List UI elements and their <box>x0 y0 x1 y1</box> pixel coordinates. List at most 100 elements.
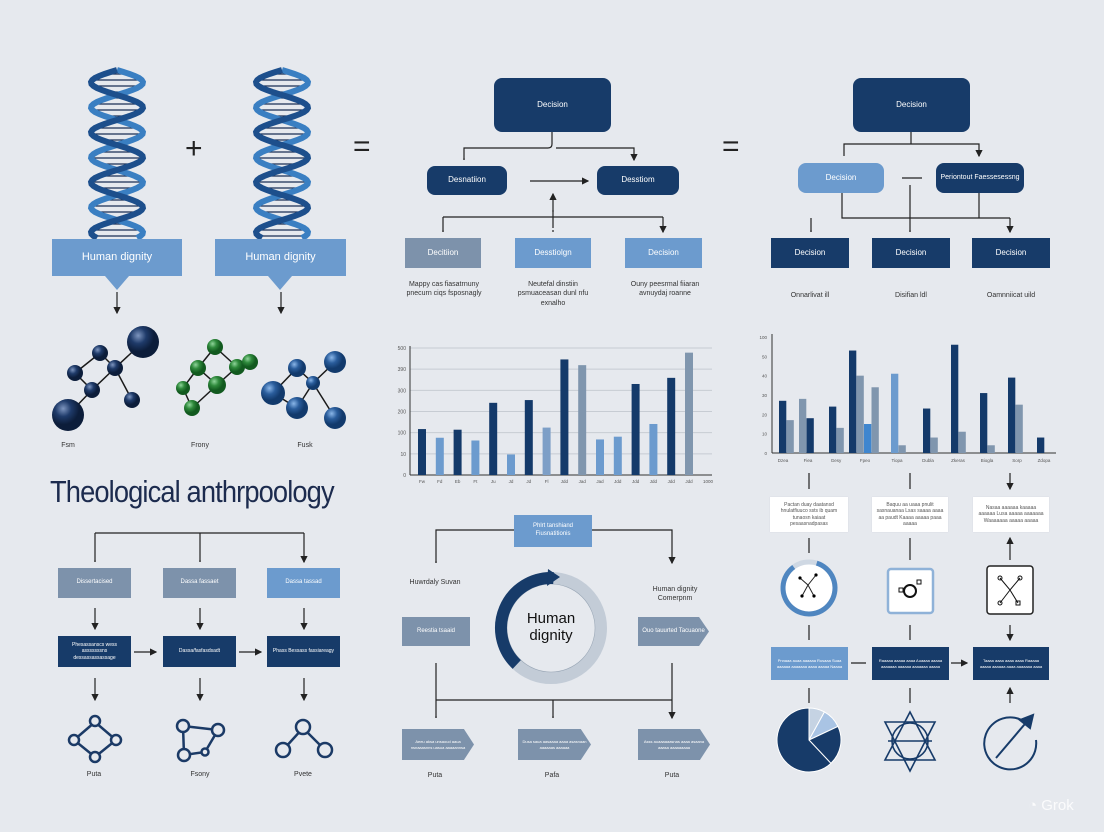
molecule-atom <box>184 400 200 416</box>
bar <box>898 445 906 453</box>
dna-strand <box>252 67 312 241</box>
connector <box>843 132 980 156</box>
bar <box>786 420 794 453</box>
bar <box>578 365 587 475</box>
molecule-atom <box>324 407 346 429</box>
bar <box>667 377 676 475</box>
human-dignity-cycle-ring <box>495 569 607 684</box>
x-tick-label: Jdd <box>685 479 693 484</box>
molecule-label: Frony <box>191 442 209 449</box>
y-tick-label: 300 <box>398 388 407 394</box>
grok-logo-icon: ◔ <box>1028 797 1042 814</box>
y-tick-label: 30 <box>762 393 768 398</box>
human-dignity-label: Human dignity <box>215 239 346 276</box>
x-tick-label: Jdd <box>614 479 622 484</box>
y-tick-label: 50 <box>762 354 768 359</box>
bar <box>864 424 872 453</box>
x-tick-label: Ju <box>491 479 496 484</box>
connector <box>463 132 635 160</box>
bar <box>806 418 814 453</box>
bar <box>779 400 787 453</box>
connector <box>442 210 664 232</box>
molecule-atom <box>324 351 346 373</box>
molecule-atom <box>229 359 245 375</box>
decision-node: Periontout Faessesessng <box>936 163 1024 193</box>
x-tick-label: Eb <box>455 479 461 484</box>
x-tick-label: Fw <box>419 479 426 484</box>
caption: Neutefal dinstiin psmuaceasan dunl nfu e… <box>517 281 589 307</box>
x-tick-label: Biogla <box>981 458 994 463</box>
dna-strand <box>87 67 147 241</box>
x-tick-label: Fd <box>437 479 443 484</box>
bar <box>1015 404 1023 453</box>
dna-strand <box>252 67 312 241</box>
molecule-atom <box>176 381 190 395</box>
x-tick-label: Jdd <box>650 479 658 484</box>
molecule-atom <box>306 376 320 390</box>
x-tick-label: Zkeras <box>951 458 966 463</box>
x-tick-label: Fpeo <box>860 458 871 463</box>
bar <box>489 402 498 475</box>
ring-network-icon <box>780 559 838 617</box>
decision-leaf: Desstiolgn <box>515 238 591 268</box>
bar <box>596 439 604 475</box>
ring-progress-arc <box>780 560 838 617</box>
dna-helix-icon <box>252 67 312 241</box>
x-tick-label: Jad <box>579 479 587 484</box>
bar <box>923 408 931 453</box>
star-network-icon <box>883 710 937 773</box>
y-tick-label: 10 <box>762 432 768 437</box>
molecule-atom <box>67 365 83 381</box>
bar <box>891 373 899 453</box>
molecule-atom <box>242 354 258 370</box>
bar <box>980 393 988 453</box>
x-tick-label: Jd <box>509 479 514 484</box>
molecule-icon <box>52 326 159 431</box>
network-icon <box>67 714 123 764</box>
cycle-bottom-box: Asss auaaaaaasnas aaaa asaana aaasa aaaa… <box>638 729 710 760</box>
bar <box>631 383 640 475</box>
caption: Ouny peesrmal fiiaran avnuydaj roanne <box>630 281 700 298</box>
plus-sign: + <box>185 132 203 165</box>
pie-chart-icon <box>776 707 842 773</box>
x-tick-label: Fiea <box>804 458 813 463</box>
label-pointer <box>105 276 129 290</box>
x-tick-label: Jad <box>596 479 604 484</box>
grok-watermark: ◔ Grok <box>1028 797 1074 814</box>
arrow <box>808 625 1010 640</box>
bar <box>829 406 837 453</box>
watermark-text: Grok <box>1041 797 1074 814</box>
flow-box: Dissertacised <box>58 568 131 598</box>
decision-node: Desstiom <box>597 166 679 195</box>
y-tick-label: 200 <box>398 410 407 416</box>
x-tick-label: 1000 <box>703 479 714 484</box>
arrow <box>808 688 1010 703</box>
connector <box>435 663 673 718</box>
y-tick-label: 100 <box>398 431 407 437</box>
y-tick-label: 100 <box>759 335 767 340</box>
node-icon <box>886 567 935 615</box>
page-title: Theological anthrpoology <box>50 474 335 509</box>
arrow <box>94 560 304 562</box>
dna-strand <box>87 67 147 241</box>
caption: Onnarlivat ill <box>790 292 830 299</box>
y-tick-label: 0 <box>764 451 767 456</box>
dna-helix-icon <box>87 67 147 241</box>
molecule-atom <box>286 397 308 419</box>
bar <box>685 352 693 475</box>
molecule-atom <box>84 382 100 398</box>
x-tick-label: Ft <box>473 479 478 484</box>
molecule-atom <box>190 360 206 376</box>
note-box: Baquu aa uaaa pnulit sasnauanaa Lsas saa… <box>872 497 948 532</box>
connector <box>435 529 673 563</box>
connector <box>810 185 1011 232</box>
bar <box>849 350 857 453</box>
x-tick-label: Dubla <box>922 458 934 463</box>
cycle-top-box: Phlrt tanshiand Fiusnatitionis <box>514 515 592 547</box>
decision-leaf: Decision <box>625 238 702 268</box>
bar <box>1037 437 1045 453</box>
x-tick-label: Sorp <box>1012 458 1022 463</box>
flow-box: Phass Bessass fassiareagy <box>267 636 340 667</box>
